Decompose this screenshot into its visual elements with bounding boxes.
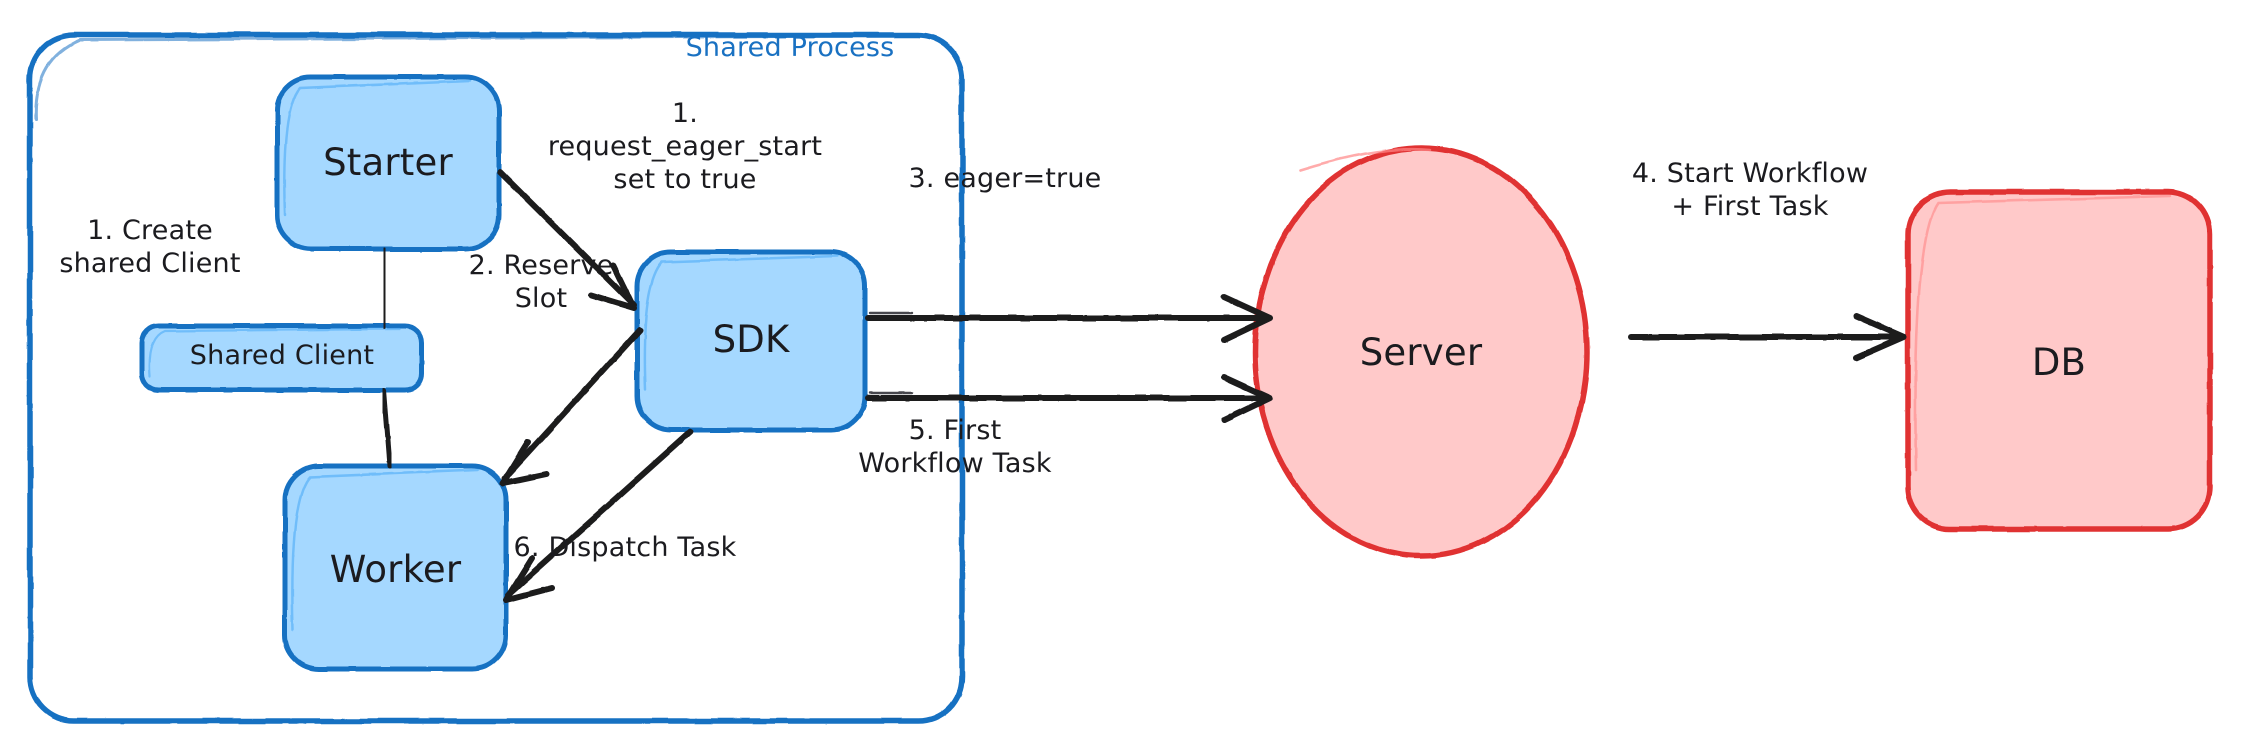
node-sdk-shape[interactable] bbox=[634, 249, 868, 433]
node-starter-shape[interactable] bbox=[274, 74, 502, 252]
edge-starter-sdk-arrow bbox=[497, 169, 637, 311]
edge-sdk-worker-reserve-arrow bbox=[500, 327, 643, 486]
node-worker-shape[interactable] bbox=[282, 463, 509, 672]
edge-shared-client-worker bbox=[381, 387, 393, 469]
edge-sdk-server-first-task-arrow bbox=[865, 374, 1273, 423]
edge-sdk-server-eager-arrow bbox=[865, 294, 1273, 343]
node-db-shape[interactable] bbox=[1905, 189, 2213, 532]
edge-starter-shared-client bbox=[381, 247, 388, 330]
node-server-shape[interactable] bbox=[1252, 145, 1590, 559]
edge-sdk-worker-dispatch-arrow bbox=[503, 429, 693, 603]
shared-process-container bbox=[27, 32, 965, 724]
edge-server-db-arrow bbox=[1628, 313, 1907, 361]
node-shared-client-shape[interactable] bbox=[139, 323, 425, 393]
